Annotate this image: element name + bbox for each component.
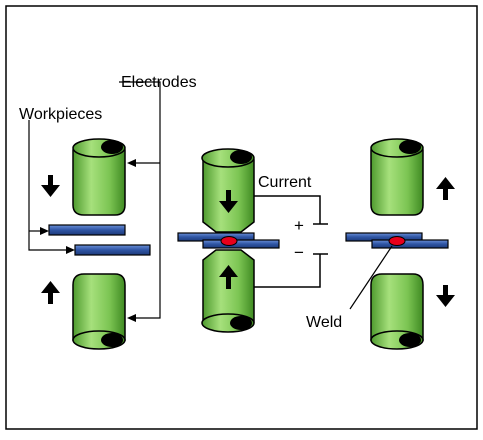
current-label: Current — [258, 174, 312, 191]
workpiece-right-lower — [371, 239, 449, 249]
current-circuit — [254, 195, 328, 288]
electrodes-leader-lines — [119, 81, 161, 319]
workpieces-label: Workpieces — [19, 106, 102, 123]
electrode-right-bottom — [370, 273, 424, 350]
outer-border — [5, 5, 478, 430]
workpiece-middle-lower — [202, 239, 280, 249]
arrow-down-icon — [436, 285, 455, 307]
workpieces-leader-lines — [28, 120, 68, 251]
weld-leader-line — [349, 245, 393, 310]
electrode-right-top — [370, 138, 424, 216]
arrow-down-icon — [41, 175, 60, 197]
electrode-left-top — [72, 138, 126, 216]
electrode-left-bottom — [72, 273, 126, 350]
arrow-up-icon — [219, 265, 238, 289]
plus-sign: + — [294, 216, 304, 235]
workpieces-arrowhead-upper — [40, 227, 49, 235]
weld-label: Weld — [306, 314, 342, 331]
minus-sign: − — [294, 243, 304, 262]
electrodes-label: Electrodes — [121, 74, 197, 91]
workpiece-left-upper — [48, 224, 126, 236]
arrow-up-icon — [41, 281, 60, 304]
arrow-down-icon — [219, 190, 238, 213]
electrode-middle-bottom — [201, 249, 255, 333]
electrodes-arrowhead-top — [127, 159, 136, 167]
workpieces-arrowhead-lower — [66, 246, 75, 254]
weld-nugget-middle — [220, 236, 238, 246]
electrodes-arrowhead-bottom — [127, 314, 136, 322]
arrow-up-icon — [436, 177, 455, 200]
weld-nugget-right — [388, 236, 406, 246]
workpiece-left-lower — [74, 244, 151, 256]
